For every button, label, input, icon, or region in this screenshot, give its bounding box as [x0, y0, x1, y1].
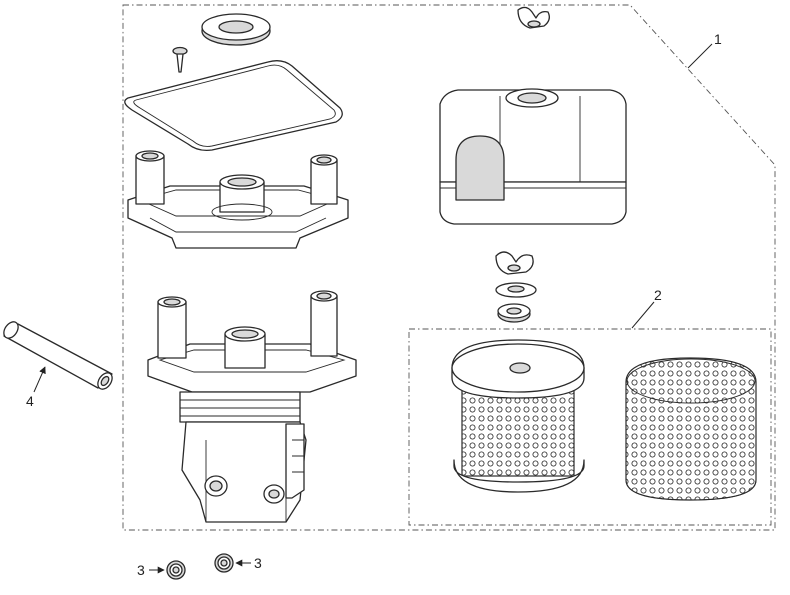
filter-kit-boundary-dashed [408, 328, 772, 526]
callout-4: 4 [26, 393, 34, 409]
lower-housing-body [147, 290, 357, 523]
cover-seal-ring [201, 13, 271, 46]
mesh-prefilter [625, 357, 757, 501]
breather-hose [3, 321, 113, 390]
leader-1 [687, 43, 713, 69]
air-cleaner-cover [439, 88, 627, 225]
washer-upper [495, 282, 537, 298]
upper-housing-tray [127, 150, 349, 249]
wing-nut-top [517, 6, 550, 29]
leader-4 [33, 366, 46, 393]
callout-1: 1 [714, 31, 722, 47]
wing-nut-middle [495, 251, 534, 275]
leader-2 [631, 301, 655, 329]
paper-filter-element [451, 339, 585, 493]
callout-3-right: 3 [254, 555, 262, 571]
screw-upper [172, 46, 188, 73]
callout-3-left: 3 [137, 562, 145, 578]
grommet-right [214, 553, 234, 573]
cover-gasket [124, 60, 343, 152]
washer-lower [497, 303, 531, 323]
grommet-left [166, 560, 186, 580]
assembly-boundary-dashed [122, 4, 776, 531]
callout-2: 2 [654, 287, 662, 303]
